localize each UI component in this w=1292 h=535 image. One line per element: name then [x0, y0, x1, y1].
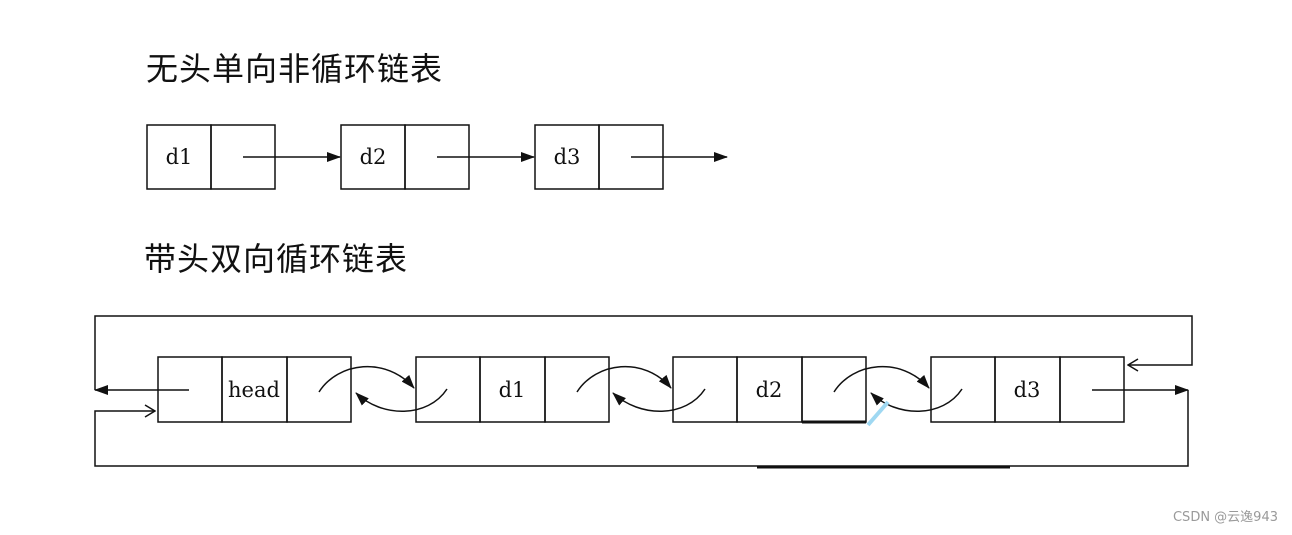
next-cell [544, 356, 610, 423]
highlight-mark [866, 400, 890, 427]
prev-pointer-arrow [612, 388, 706, 412]
node-label-head: head [228, 378, 280, 402]
node-label-d2: d2 [360, 145, 387, 169]
prev-pointer-arrow [870, 388, 963, 412]
next-cell [801, 356, 867, 423]
next-cell [286, 356, 352, 423]
singly-linked-list [146, 124, 728, 190]
doubly-node-head [157, 356, 352, 423]
doubly-list-title: 带头双向循环链表 [144, 240, 409, 278]
doubly-circular-list [94, 315, 1193, 467]
node-label-d3: d3 [554, 145, 581, 169]
prev-cell [930, 356, 996, 423]
doubly-node-d1 [415, 356, 610, 423]
watermark-text: CSDN @云逸943 [1172, 510, 1278, 525]
node-label-d3: d3 [1014, 378, 1041, 402]
prev-cell [415, 356, 481, 423]
singly-list-title: 无头单向非循环链表 [146, 50, 444, 88]
circular-next-link [94, 390, 1189, 467]
node-label-d2: d2 [756, 378, 783, 402]
next-pointer-arrow [576, 366, 672, 393]
prev-pointer-arrow [355, 388, 448, 412]
next-pointer-arrow [833, 366, 930, 393]
node-label-d1: d1 [499, 378, 526, 402]
next-pointer-arrow [318, 366, 415, 393]
node-label-d1: d1 [166, 145, 193, 169]
circular-prev-link [94, 315, 1193, 390]
